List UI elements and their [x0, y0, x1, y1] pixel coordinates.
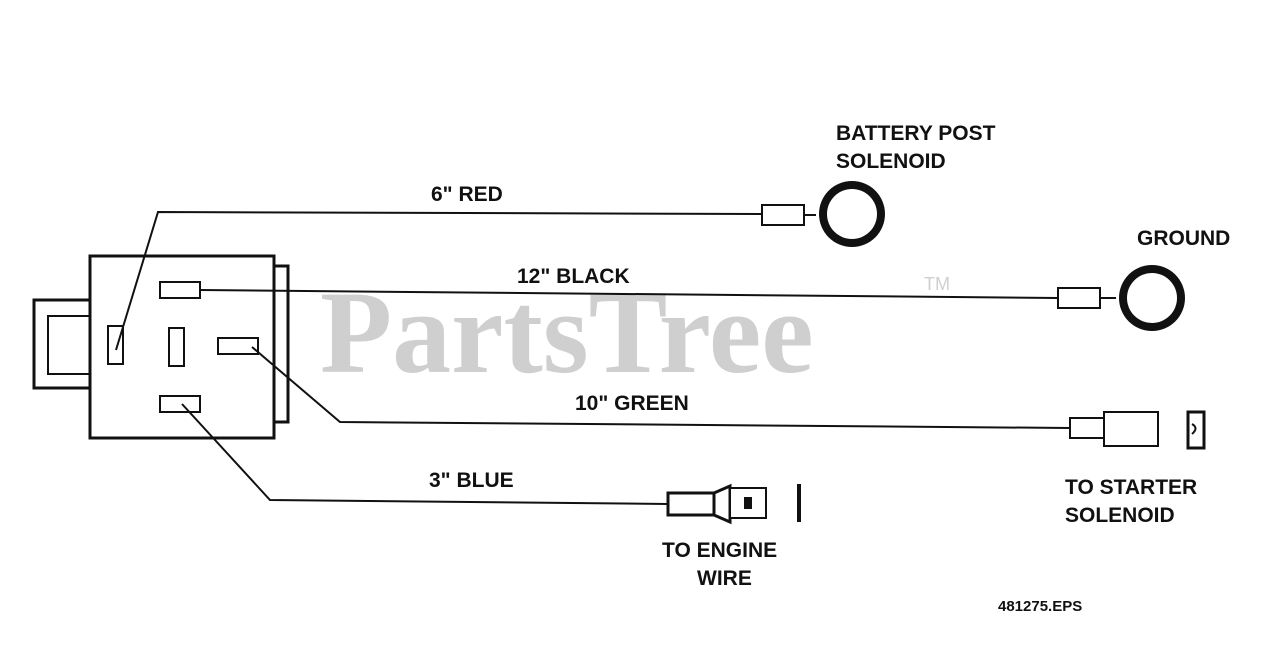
green-wire-line	[251, 346, 1071, 429]
switch-side-tab-inner	[47, 315, 92, 375]
male-spade-hole	[744, 497, 752, 509]
female-spade-connector	[1103, 411, 1159, 447]
terminal-right	[217, 337, 259, 355]
red-wire-crimp	[761, 204, 805, 226]
label-red-wire: 6" RED	[431, 183, 503, 206]
blue-wire-flare	[712, 483, 732, 525]
label-black-wire: 12" BLACK	[517, 265, 630, 288]
label-to-starter: TO STARTER	[1065, 476, 1197, 499]
red-wire-line	[115, 210, 763, 351]
terminal-bottom	[159, 395, 201, 413]
red-wire	[115, 181, 885, 351]
terminal-center	[168, 327, 185, 367]
green-wire	[251, 346, 1206, 450]
ring-terminal-battery-hole	[827, 189, 877, 239]
label-starter-solenoid: SOLENOID	[1065, 504, 1175, 527]
ring-terminal-ground-hole	[1127, 273, 1177, 323]
terminal-top	[159, 281, 201, 299]
black-wire-crimp	[1057, 287, 1101, 309]
watermark-trademark: TM	[924, 274, 950, 294]
label-battery-solenoid: SOLENOID	[836, 150, 946, 173]
label-engine-wire: WIRE	[697, 567, 752, 590]
ignition-switch	[32, 254, 290, 440]
blue-wire	[181, 403, 801, 525]
label-ground: GROUND	[1137, 227, 1230, 250]
label-blue-wire: 3" BLUE	[429, 469, 514, 492]
black-wire-line	[199, 289, 1059, 299]
blue-wire-line	[181, 403, 669, 505]
watermark-text: PartsTree	[320, 267, 814, 398]
starter-solenoid-blade-detail	[1191, 423, 1197, 435]
label-to-engine: TO ENGINE	[662, 539, 777, 562]
male-spade-connector	[729, 487, 767, 519]
label-battery-post: BATTERY POST	[836, 122, 996, 145]
terminal-left	[107, 325, 124, 365]
engine-wire-blade	[797, 484, 801, 522]
black-wire	[199, 265, 1185, 331]
file-reference: 481275.EPS	[998, 598, 1082, 615]
blue-wire-crimp	[666, 491, 716, 517]
green-wire-crimp	[1069, 417, 1105, 439]
label-green-wire: 10" GREEN	[575, 392, 689, 415]
